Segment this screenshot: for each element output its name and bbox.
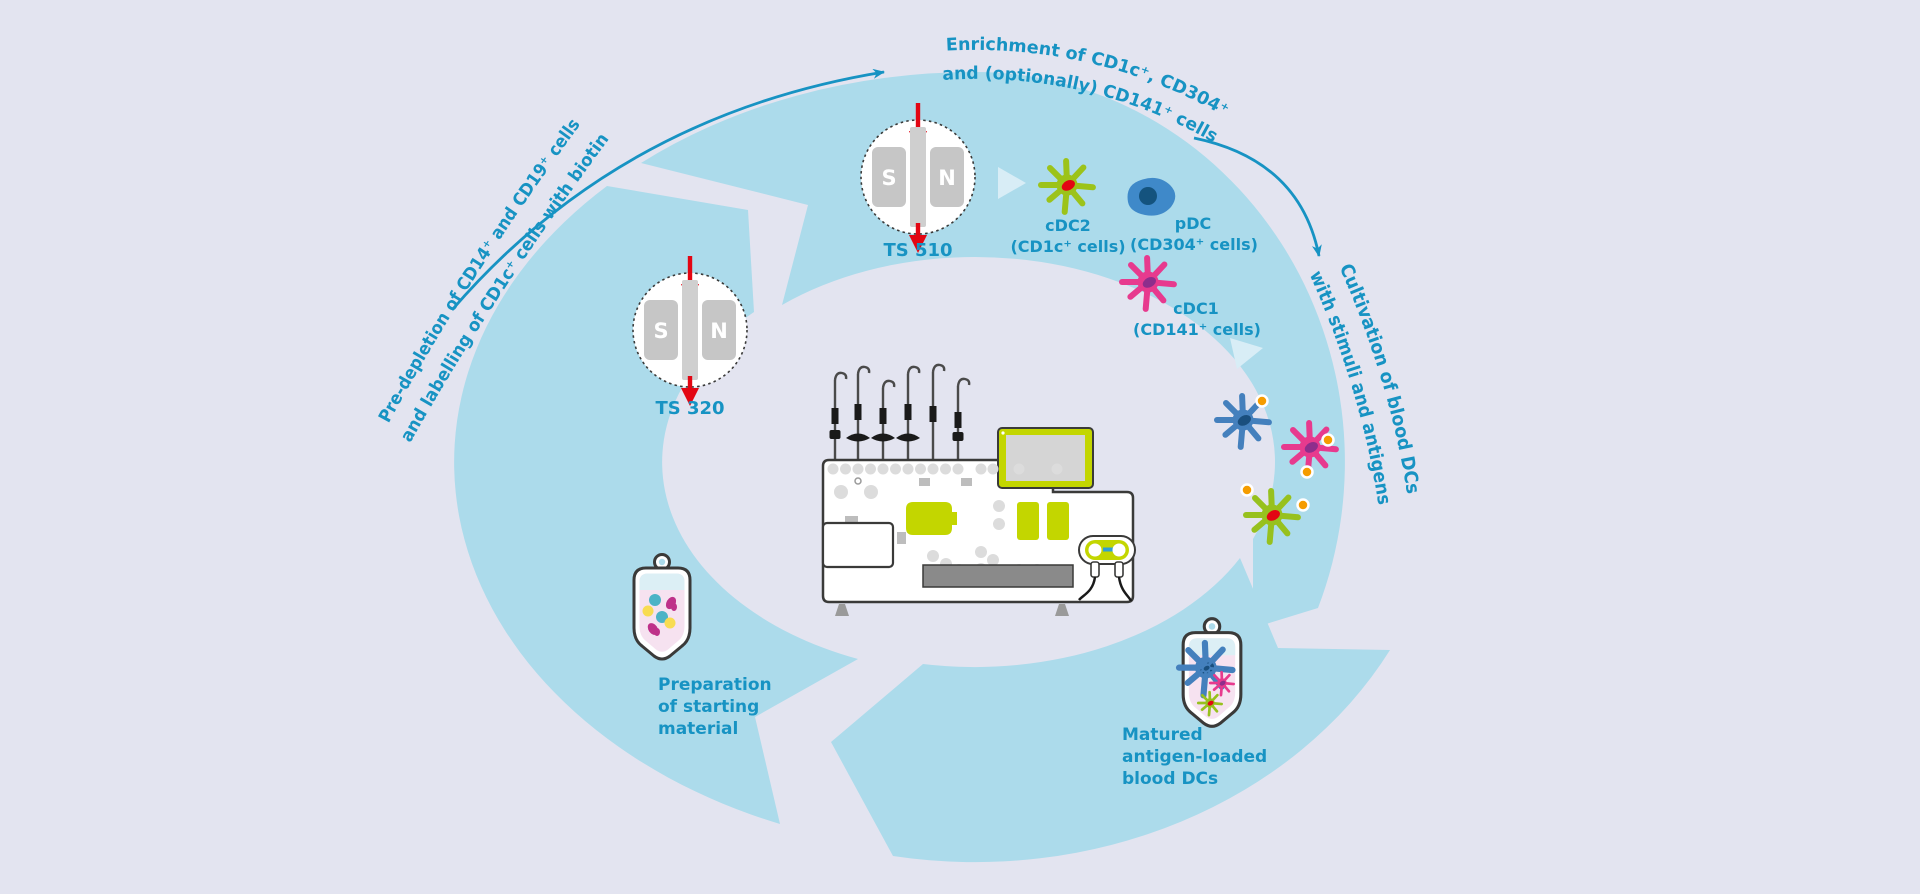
matured-line3: blood DCs <box>1122 769 1218 789</box>
matured-label: Matured antigen-loaded blood DCs <box>1122 725 1267 789</box>
valve-block <box>1017 502 1039 540</box>
magnet-south-label: S <box>653 319 668 343</box>
ts320-label: TS 320 <box>655 398 724 419</box>
pdc-name: pDC <box>1175 214 1211 233</box>
pdc-subset: (CD304⁺ cells) <box>1130 235 1258 254</box>
ring-segment-cultivation <box>831 558 1390 863</box>
antigen-dot-icon <box>1300 465 1314 479</box>
magnet-north-label: N <box>938 166 956 190</box>
drawer <box>922 564 1074 588</box>
ts320-tubing-set-icon: S N <box>632 255 748 407</box>
cdc2-subset: (CD1c⁺ cells) <box>1010 237 1125 256</box>
pole-clamps <box>829 404 964 442</box>
mature-green-dc-icon <box>1246 491 1298 542</box>
magnet-south-label: S <box>881 166 896 190</box>
preparation-line3: material <box>658 719 738 739</box>
ts510-label: TS 510 <box>883 240 952 261</box>
antigen-dot-icon <box>1240 483 1254 497</box>
side-panel <box>821 521 895 569</box>
ring-segment-predepletion <box>454 186 858 824</box>
instrument-foot <box>835 604 849 616</box>
instrument-foot <box>1055 604 1069 616</box>
starting-material-bag-icon <box>632 553 692 661</box>
cdc1-name: cDC1 <box>1173 299 1219 318</box>
small-connectors <box>845 478 972 544</box>
ring-segment-enrichment <box>641 71 1345 628</box>
cdc1-cell-icon <box>1122 258 1174 309</box>
step-triangle-icon <box>998 167 1026 199</box>
ts510-tubing-set-icon: S N <box>860 102 976 254</box>
arrow-to-enrichment-icon <box>450 68 885 311</box>
antigen-dot-icon <box>1255 394 1269 408</box>
preparation-line1: Preparation <box>658 675 772 695</box>
clinimacs-instrument-illustration <box>821 363 1136 616</box>
cycle-ring <box>454 71 1390 863</box>
matured-line1: Matured <box>1122 725 1203 745</box>
centrifuge-chamber <box>906 502 957 535</box>
cdc1-subset: (CD141⁺ cells) <box>1133 320 1261 339</box>
arrow-to-cultivation-icon <box>1193 136 1322 257</box>
cdc2-name: cDC2 <box>1045 216 1091 235</box>
antigen-dot-icon <box>1296 498 1310 512</box>
magnet-north-label: N <box>710 319 728 343</box>
step-triangle-icon <box>1230 338 1263 369</box>
preparation-line2: of starting <box>658 697 759 717</box>
pdc-cell-icon <box>1127 177 1176 216</box>
valve-block <box>1047 502 1069 540</box>
matured-line2: antigen-loaded <box>1122 747 1267 767</box>
antigen-dot-icon <box>1321 433 1335 447</box>
preparation-label: Preparation of starting material <box>658 675 772 739</box>
